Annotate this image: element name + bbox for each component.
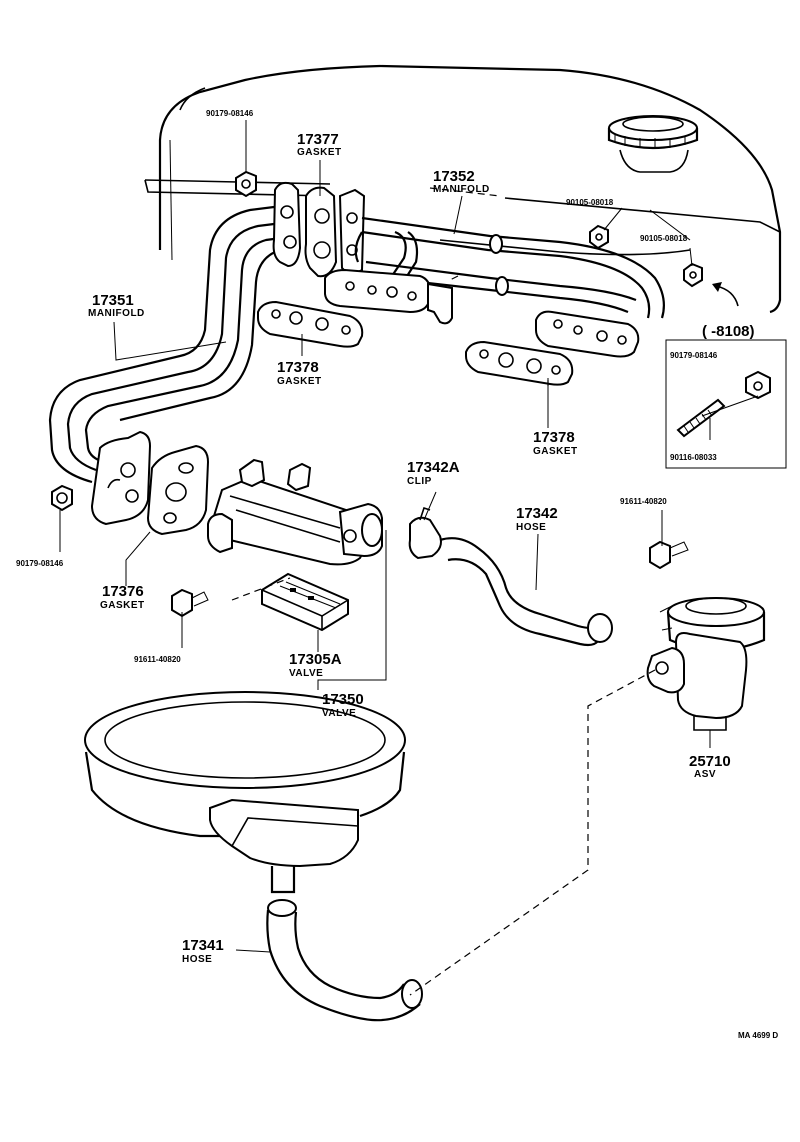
clip-17342A bbox=[408, 506, 442, 560]
label-91611-right: 91611-40820 bbox=[620, 497, 667, 506]
engine-cover-outline bbox=[144, 64, 782, 314]
nut-90105-b bbox=[683, 262, 703, 288]
gasket-17377-part bbox=[272, 181, 366, 278]
stud-box bbox=[665, 339, 787, 469]
label-17341-number: 17341 bbox=[182, 937, 224, 954]
label-17378-b-name: GASKET bbox=[533, 446, 578, 457]
label-17350-number: 17350 bbox=[322, 691, 364, 708]
label-17350-name: VALVE bbox=[322, 708, 356, 719]
label-90179-left: 90179-08146 bbox=[16, 559, 64, 568]
oil-filler-cap bbox=[607, 115, 699, 173]
label-box-90179: 90179-08146 bbox=[670, 351, 718, 360]
valve-17305A bbox=[261, 572, 349, 632]
label-17342A-name: CLIP bbox=[407, 476, 432, 487]
manifold-17352 bbox=[354, 216, 665, 319]
label-box-90116: 90116-08033 bbox=[670, 453, 717, 462]
label-17376-number: 17376 bbox=[102, 583, 144, 600]
label-17377-number: 17377 bbox=[297, 131, 339, 148]
manifold-17351-flange bbox=[90, 430, 152, 526]
part-labels: 90179-08146 17377 GASKET 17352 MANIFOLD … bbox=[16, 109, 778, 1040]
figure-code: MA 4699 D bbox=[738, 1031, 778, 1040]
label-17341-name: HOSE bbox=[182, 954, 212, 965]
gasket-17378-a bbox=[257, 300, 364, 348]
label-90179-top: 90179-08146 bbox=[206, 109, 254, 118]
label-17351-name: MANIFOLD bbox=[88, 308, 145, 319]
manifold-17352-flange-right bbox=[535, 310, 640, 358]
gasket-17378-b bbox=[465, 340, 574, 386]
label-17305A-number: 17305A bbox=[289, 651, 342, 668]
label-91611-left: 91611-40820 bbox=[134, 655, 181, 664]
label-range-8108: ( -8108) bbox=[702, 323, 755, 340]
leader-lines bbox=[59, 120, 759, 953]
label-90105-b: 90105-08018 bbox=[640, 234, 688, 243]
label-17351-number: 17351 bbox=[92, 292, 134, 309]
hose-17342 bbox=[439, 537, 613, 647]
bolt-91611-left bbox=[171, 588, 209, 618]
bolt-90179-top bbox=[235, 170, 257, 198]
label-17352-number: 17352 bbox=[433, 168, 475, 185]
label-17377-name: GASKET bbox=[297, 147, 342, 158]
manifold-17352-flange-center bbox=[324, 268, 453, 325]
label-17305A-name: VALVE bbox=[289, 668, 323, 679]
manifold-17351 bbox=[48, 203, 297, 484]
label-25710-number: 25710 bbox=[689, 753, 731, 770]
valve-17350-body bbox=[207, 458, 383, 566]
label-17342A-number: 17342A bbox=[407, 459, 460, 476]
nut-90105-a bbox=[589, 224, 609, 250]
label-17378-a-name: GASKET bbox=[277, 376, 322, 387]
asv-25710 bbox=[646, 597, 766, 731]
label-17352-name: MANIFOLD bbox=[433, 184, 490, 195]
label-17342-number: 17342 bbox=[516, 505, 558, 522]
label-17342-name: HOSE bbox=[516, 522, 546, 533]
bolt-91611-right bbox=[649, 540, 689, 570]
label-17378-a-number: 17378 bbox=[277, 359, 319, 376]
hose-17341 bbox=[266, 899, 423, 1022]
label-17378-b-number: 17378 bbox=[533, 429, 575, 446]
label-17376-name: GASKET bbox=[100, 600, 145, 611]
label-25710-name: ASV bbox=[694, 769, 716, 780]
air-cleaner bbox=[84, 691, 406, 894]
label-90105-a: 90105-08018 bbox=[566, 198, 614, 207]
gasket-17376 bbox=[146, 444, 210, 536]
range-arrow-icon bbox=[712, 282, 739, 307]
bolt-90179-left bbox=[51, 484, 73, 512]
